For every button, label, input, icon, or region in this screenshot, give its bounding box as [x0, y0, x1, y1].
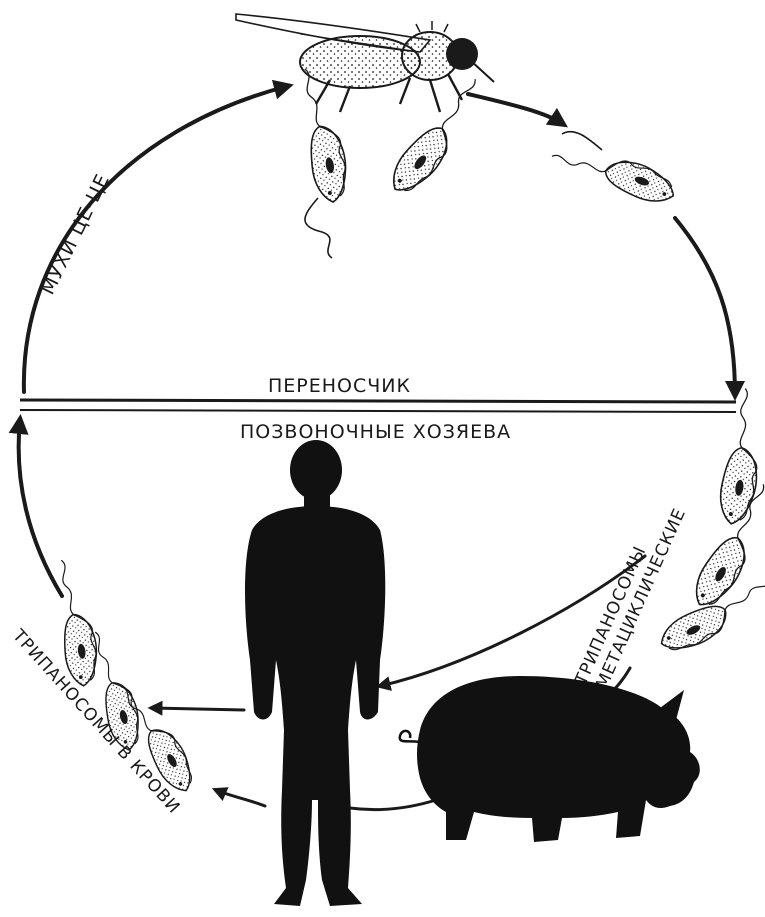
bottom-arc — [350, 800, 436, 810]
flagellum-tail — [305, 198, 332, 258]
tsetse-fly-icon — [236, 14, 494, 112]
carrier-host-divider — [20, 400, 736, 412]
pig-silhouette-icon — [400, 676, 700, 842]
trypanosome-icon — [549, 135, 680, 208]
trypanosome-icon — [384, 73, 494, 201]
arrow-pig-to-blood — [216, 790, 265, 806]
flagellum-tail — [562, 132, 602, 150]
label-tsetse-flies: МУХИ ЦЕ-ЦЕ — [37, 170, 114, 298]
arrow-fly-to-midgut — [468, 94, 563, 124]
label-vertebrate-hosts: ПОЗВОНОЧНЫЕ ХОЗЯЕВА — [240, 421, 511, 443]
human-silhouette-icon — [245, 440, 385, 906]
arrow-blood-to-vector — [19, 420, 62, 596]
arrow-human-to-blood — [152, 708, 244, 710]
arrow-down-to-hosts — [675, 218, 735, 395]
label-carrier: ПЕРЕНОСЧИК — [268, 375, 411, 397]
trypanosome-icon — [717, 387, 765, 526]
